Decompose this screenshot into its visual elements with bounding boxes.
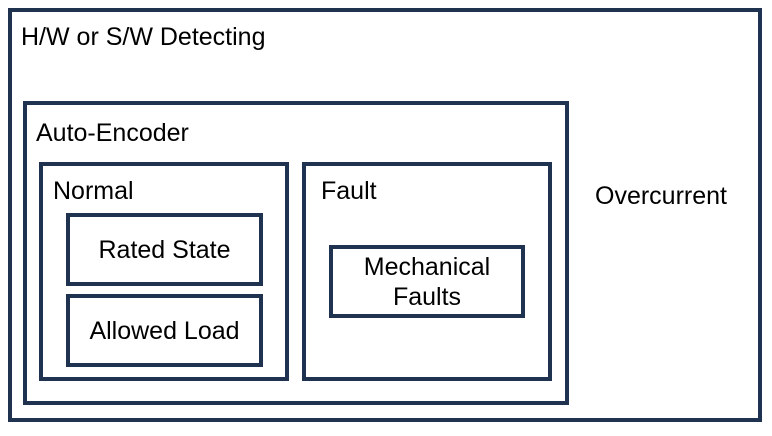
allowed-load-label: Allowed Load: [89, 316, 240, 345]
mechanical-faults-line1: Mechanical: [363, 252, 491, 281]
rated-state-label: Rated State: [98, 235, 231, 264]
allowed-load-box: Allowed Load: [66, 294, 263, 367]
fault-label: Fault: [321, 177, 377, 205]
auto-encoder-label: Auto-Encoder: [36, 119, 189, 147]
normal-label: Normal: [53, 177, 134, 205]
overcurrent-label: Overcurrent: [595, 182, 727, 210]
hw-sw-detecting-label: H/W or S/W Detecting: [21, 23, 266, 51]
mechanical-faults-line2: Faults: [392, 282, 462, 311]
rated-state-box: Rated State: [66, 213, 263, 286]
mechanical-faults-box: Mechanical Faults: [329, 245, 525, 318]
mechanical-faults-text: Mechanical Faults: [333, 249, 521, 314]
